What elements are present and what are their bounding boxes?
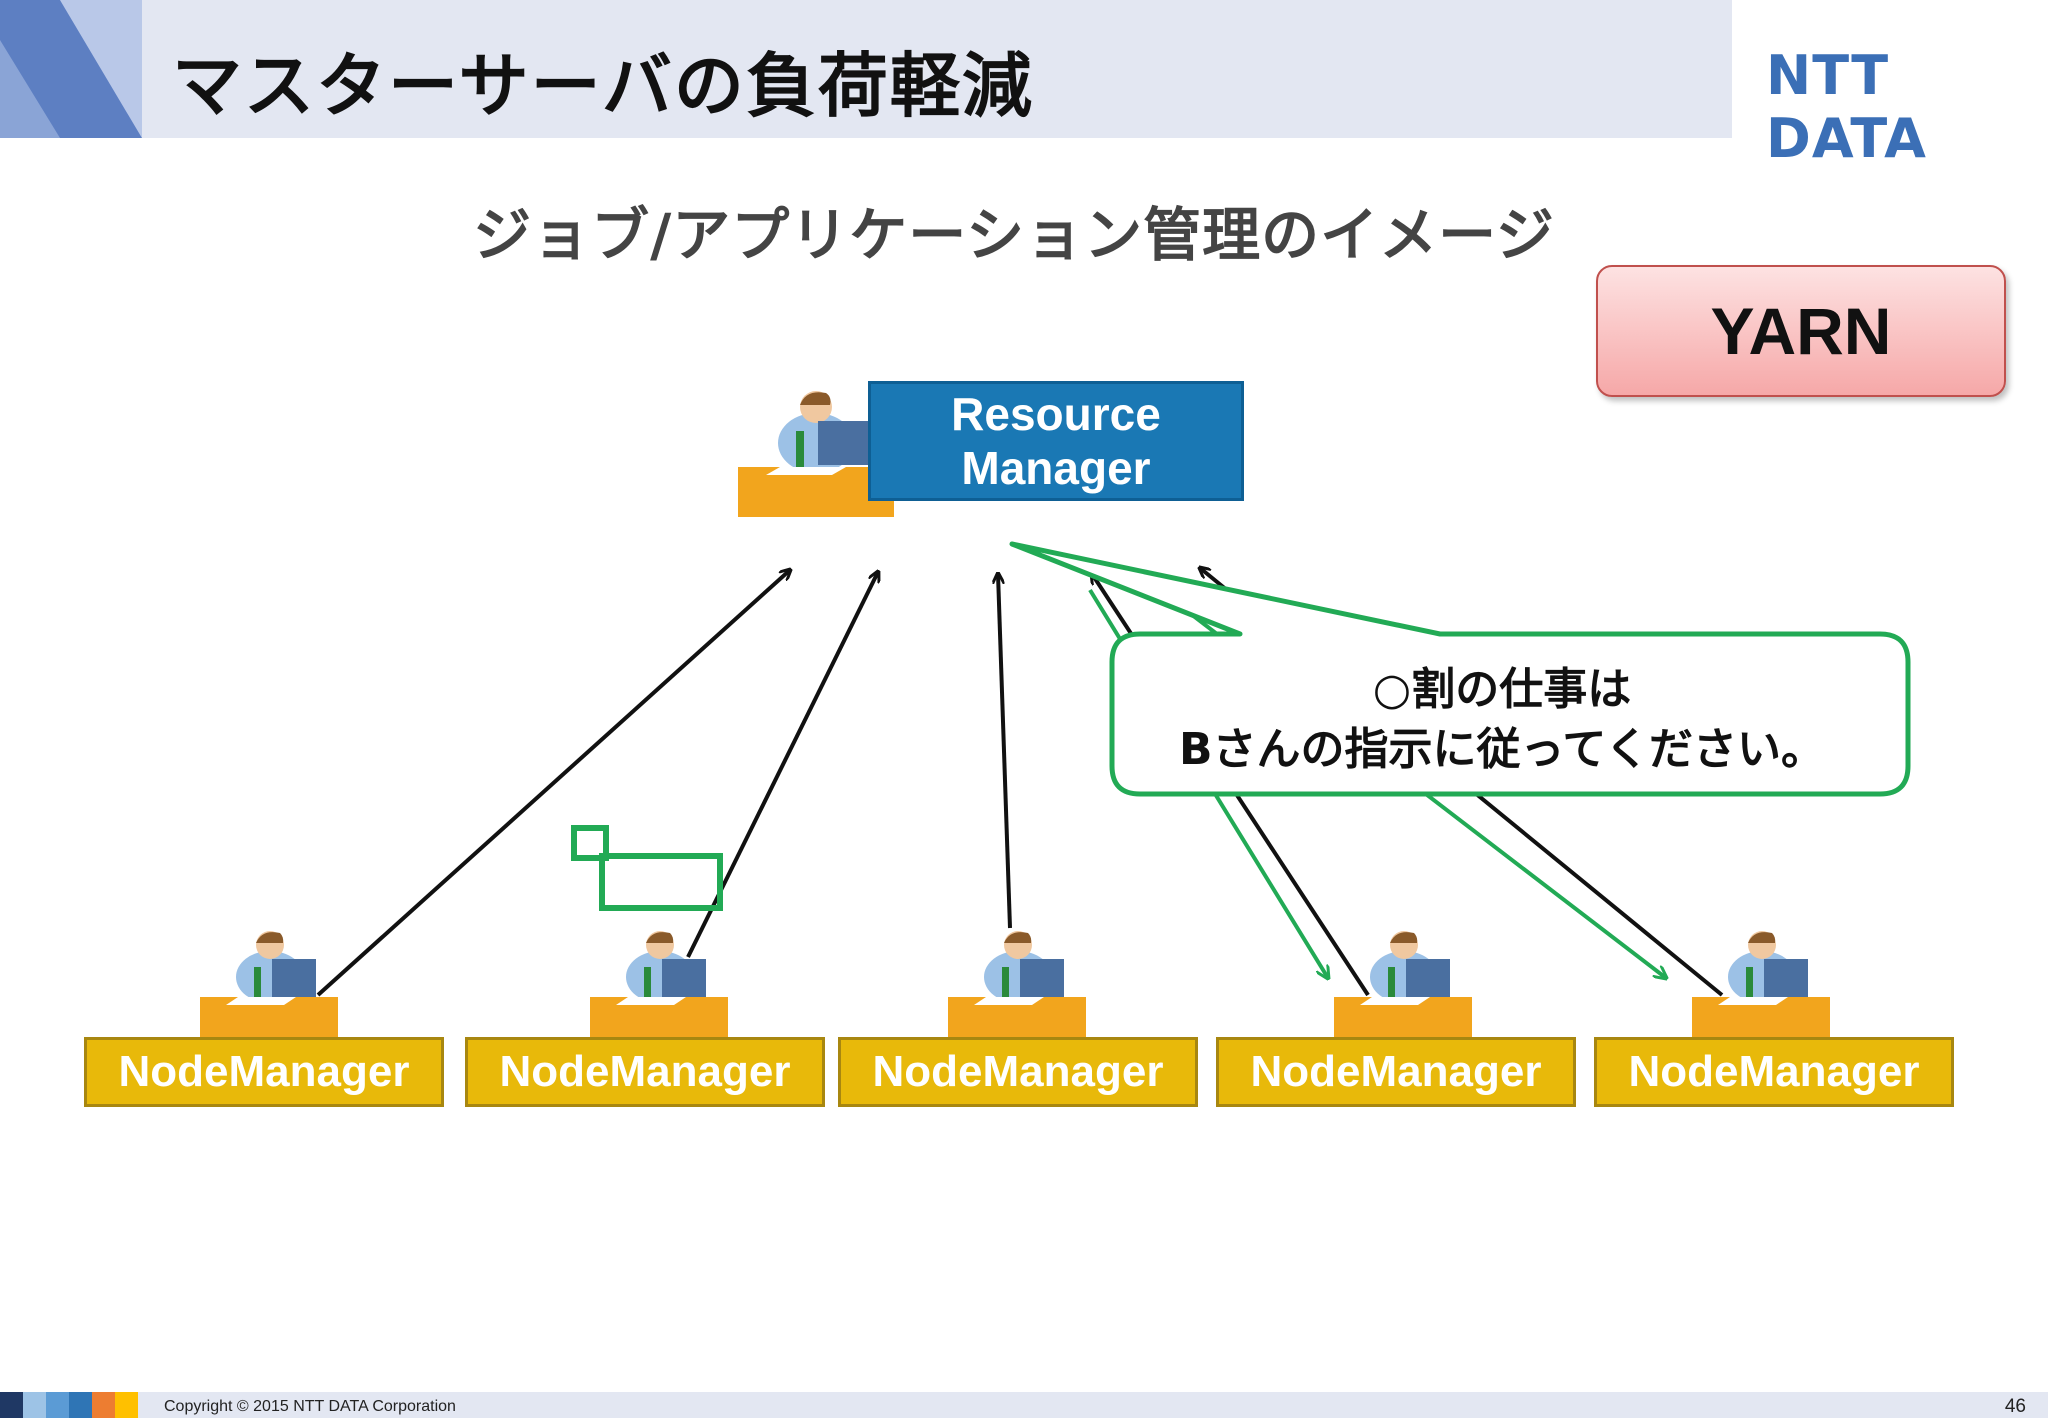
logo-area — [1732, 0, 2048, 138]
bubble-text: ○割の仕事は Bさんの指示に従ってください。 — [1112, 660, 1892, 780]
arrow-nm2-to-rm — [686, 572, 878, 958]
copyright-text: Copyright © 2015 NTT DATA Corporation — [164, 1398, 456, 1415]
node-manager-box-2: NodeManager — [465, 1037, 825, 1107]
node-manager-3-worker-icon — [948, 931, 1086, 1039]
flag-icon — [571, 825, 723, 911]
node-manager-box-1: NodeManager — [84, 1037, 444, 1107]
node-manager-2-worker-icon — [590, 931, 728, 1039]
node-manager-4-worker-icon — [1334, 931, 1472, 1039]
footer-stripe — [46, 1392, 69, 1418]
diagram-subtitle: ジョブ/アプリケーション管理のイメージ — [473, 201, 1555, 269]
footer-stripe — [23, 1392, 46, 1418]
node-manager-box-5: NodeManager — [1594, 1037, 1954, 1107]
node-manager-box-3: NodeManager — [838, 1037, 1198, 1107]
page-title: マスターサーバの負荷軽減 — [172, 45, 1034, 127]
footer-stripe — [0, 1392, 23, 1418]
bubble-line-1: ○割の仕事は — [1372, 664, 1632, 715]
arrow-nm3-to-rm — [998, 574, 1012, 929]
footer-stripe — [115, 1392, 138, 1418]
footer-stripe — [69, 1392, 92, 1418]
speech-bubble — [1009, 541, 1911, 797]
footer-stripe — [92, 1392, 115, 1418]
header-bar — [0, 0, 2048, 138]
resource-manager-line-2: Manager — [961, 442, 1151, 494]
node-manager-5-worker-icon — [1692, 931, 1830, 1039]
resource-manager-line-1: Resource — [951, 388, 1161, 440]
page-number: 46 — [2004, 1396, 2026, 1417]
yarn-badge: YARN — [1596, 265, 2006, 397]
header-decoration — [0, 0, 142, 138]
node-manager-1-worker-icon — [200, 931, 338, 1039]
resource-manager-box: Resource Manager — [868, 381, 1244, 501]
bubble-line-2: Bさんの指示に従ってください。 — [1178, 724, 1826, 775]
node-manager-box-4: NodeManager — [1216, 1037, 1576, 1107]
company-logo: NTT DATA — [1766, 44, 1927, 170]
footer-bar — [0, 1392, 2048, 1418]
arrow-nm1-to-rm — [316, 570, 790, 997]
